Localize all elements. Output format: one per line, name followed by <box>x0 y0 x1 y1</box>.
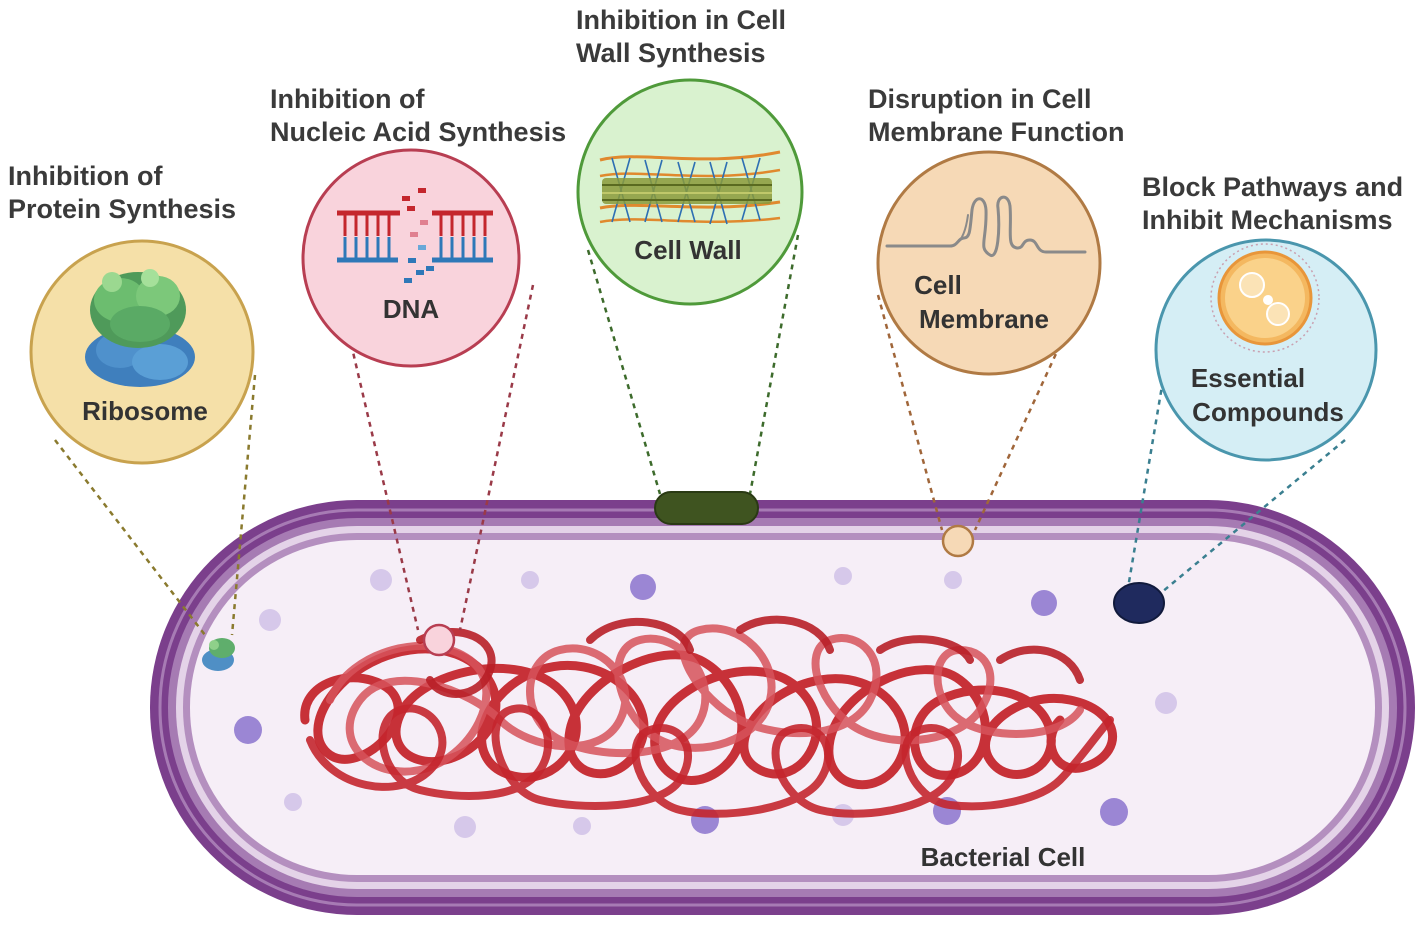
cell-wall-zoom-circle: Cell Wall <box>576 78 804 306</box>
granule <box>573 817 591 835</box>
granule <box>454 816 476 838</box>
compounds-zoom-circle: Essential Compounds <box>1154 238 1378 462</box>
membrane-label-line1: Cell <box>914 270 962 300</box>
granule <box>1031 590 1057 616</box>
membrane-zoom-circle: Cell Membrane <box>876 150 1102 376</box>
connector-wall-left <box>586 249 662 495</box>
ribosome-icon <box>85 269 195 387</box>
cell-wall-label: Cell Wall <box>634 235 741 265</box>
ribosome-zoom-circle: Ribosome <box>29 239 255 465</box>
connector-membrane-left <box>876 294 944 531</box>
target-markers <box>202 491 1165 671</box>
granule <box>521 571 539 589</box>
dna-icon <box>337 188 493 283</box>
connector-protein-right <box>230 374 257 636</box>
cell-membrane-line <box>158 508 1407 907</box>
title-line: Inhibition of <box>8 161 163 191</box>
granule <box>234 716 262 744</box>
connector-protein-left <box>54 439 206 636</box>
title-line: Inhibit Mechanisms <box>1142 205 1393 235</box>
liposome-icon <box>1210 243 1320 353</box>
nucleoid-dna <box>300 615 1118 818</box>
title-nucleic-acid-synthesis: Inhibition of Nucleic Acid Synthesis <box>270 83 566 149</box>
title-line: Nucleic Acid Synthesis <box>270 117 567 147</box>
ribosome-label: Ribosome <box>82 396 208 426</box>
dna-label: DNA <box>383 294 440 324</box>
membrane-icon <box>885 195 1087 257</box>
granule <box>370 569 392 591</box>
title-cell-wall-synthesis: Inhibition in Cell Wall Synthesis <box>576 4 786 70</box>
title-line: Inhibition of <box>270 84 425 114</box>
title-protein-synthesis: Inhibition of Protein Synthesis <box>8 160 236 226</box>
title-line: Inhibition in Cell <box>576 5 786 35</box>
granule <box>630 574 656 600</box>
title-line: Membrane Function <box>868 117 1125 147</box>
connector-wall-right <box>748 234 800 495</box>
title-membrane-function: Disruption in Cell Membrane Function <box>868 83 1125 149</box>
cell-wall-marker <box>654 491 759 525</box>
granule <box>1100 798 1128 826</box>
compound-marker <box>1113 582 1165 624</box>
membrane-marker <box>941 524 975 558</box>
title-block-pathways: Block Pathways and Inhibit Mechanisms <box>1142 171 1403 237</box>
title-line: Protein Synthesis <box>8 194 237 224</box>
ribosome-marker <box>202 638 235 671</box>
compounds-label-line2: Compounds <box>1192 397 1344 427</box>
connector-dna-right <box>458 284 535 631</box>
title-line: Block Pathways and <box>1142 172 1404 202</box>
title-line: Wall Synthesis <box>576 38 766 68</box>
granule <box>834 567 852 585</box>
granule <box>944 571 962 589</box>
membrane-circle-background <box>876 150 1102 376</box>
dna-zoom-circle: DNA <box>301 148 521 368</box>
cell-wall-icon <box>599 150 781 225</box>
membrane-label-line2: Membrane <box>919 304 1049 334</box>
compounds-label-line1: Essential <box>1191 363 1305 393</box>
title-line: Disruption in Cell <box>868 84 1092 114</box>
granule <box>284 793 302 811</box>
bacterial-cell <box>150 500 1415 915</box>
granule <box>259 609 281 631</box>
connector-membrane-right <box>973 344 1062 531</box>
bacterial-cell-label: Bacterial Cell <box>921 842 1086 872</box>
dna-marker <box>422 623 456 657</box>
pathways-circle-background <box>1154 238 1378 462</box>
granule <box>1155 692 1177 714</box>
connector-lines <box>54 234 1346 636</box>
cytoplasm <box>190 540 1375 875</box>
